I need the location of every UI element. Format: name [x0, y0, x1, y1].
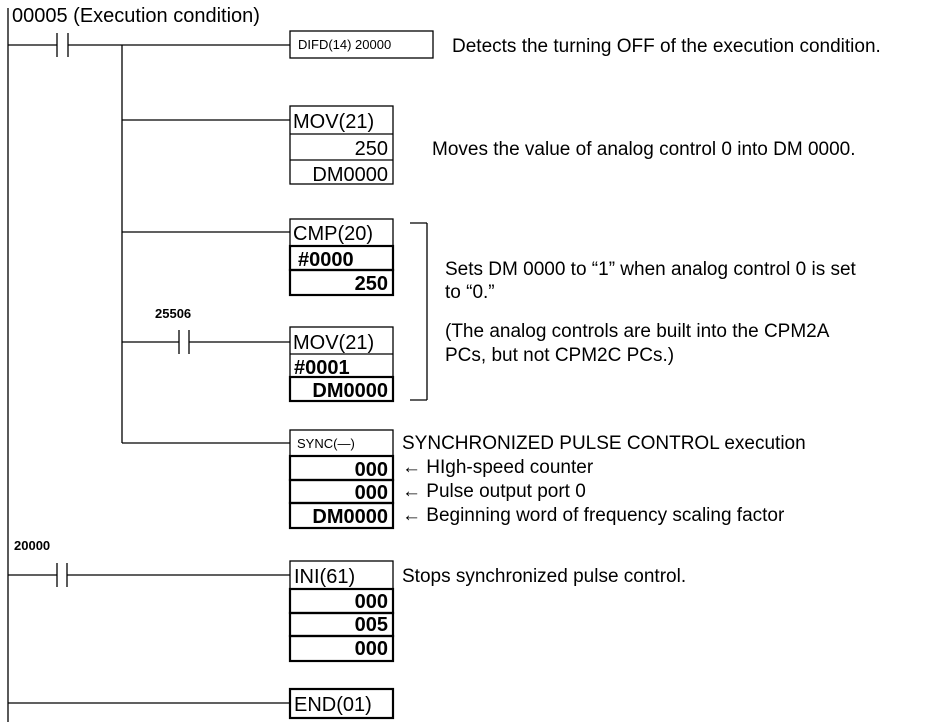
contact-00005 [8, 33, 290, 57]
mov1-description: Moves the value of analog control 0 into… [432, 139, 856, 160]
mov2-op1: #0001 [294, 357, 350, 379]
contact-20000-label: 20000 [14, 538, 50, 553]
sync-description-title: SYNCHRONIZED PULSE CONTROL execution [402, 433, 806, 454]
contact-25506 [122, 330, 290, 354]
difd-label: DIFD(14) 20000 [298, 37, 391, 52]
ini-label: INI(61) [294, 566, 355, 588]
sync-description-op3: ← Beginning word of frequency scaling fa… [402, 505, 785, 526]
ini-op3: 000 [355, 638, 388, 660]
mov2-label: MOV(21) [293, 332, 374, 354]
sync-label: SYNC(—) [297, 436, 355, 451]
ini-instruction: INI(61) 000 005 000 [288, 560, 395, 663]
mov1-instruction: MOV(21) 250 DM0000 [289, 105, 394, 186]
contact-25506-label: 25506 [155, 306, 191, 321]
sync-op3: DM0000 [312, 506, 388, 528]
sync-description-op2: ← Pulse output port 0 [402, 481, 586, 502]
mov2-op2: DM0000 [312, 380, 388, 402]
mov1-label: MOV(21) [293, 111, 374, 133]
note-line1: (The analog controls are built into the … [445, 321, 830, 342]
execution-condition-label: 00005 (Execution condition) [12, 5, 260, 27]
cmp-instruction: CMP(20) #0000 250 [288, 218, 395, 297]
mov1-op2: DM0000 [312, 164, 388, 186]
cmp-description-line1: Sets DM 0000 to “1” when analog control … [445, 259, 857, 280]
mov2-instruction: MOV(21) #0001 DM0000 [288, 326, 395, 403]
cmp-label: CMP(20) [293, 223, 373, 245]
difd-description: Detects the turning OFF of the execution… [452, 36, 881, 57]
ini-op2: 005 [355, 614, 388, 636]
sync-op1: 000 [355, 459, 388, 481]
ini-op1: 000 [355, 591, 388, 613]
cmp-description-line2: to “0.” [445, 282, 495, 303]
sync-op2: 000 [355, 482, 388, 504]
grouping-bracket [410, 222, 428, 401]
difd-instruction: DIFD(14) 20000 [289, 30, 434, 59]
cmp-op1: #0000 [298, 249, 354, 271]
mov1-op1: 250 [355, 138, 388, 160]
contact-20000 [8, 563, 290, 587]
note-line2: PCs, but not CPM2C PCs.) [445, 345, 674, 366]
sync-description-op1: ← HIgh-speed counter [402, 457, 594, 478]
end-label: END(01) [294, 694, 372, 716]
cmp-op2: 250 [355, 273, 388, 295]
end-instruction: END(01) [288, 687, 395, 720]
ini-description: Stops synchronized pulse control. [402, 566, 686, 587]
sync-instruction: SYNC(—) 000 000 DM0000 [288, 429, 395, 530]
